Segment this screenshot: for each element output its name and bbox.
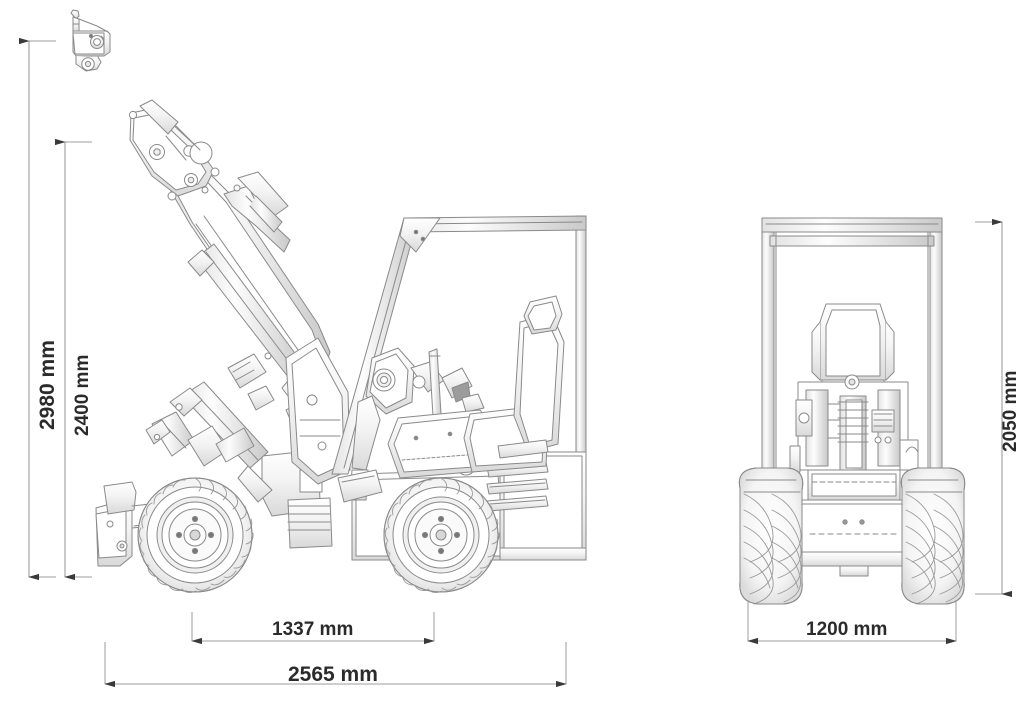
side-view-chassis — [261, 451, 333, 549]
dim-label-rear-height: 2050 mm — [1000, 370, 1021, 452]
rear-view-right-tyre — [900, 467, 966, 605]
dim-label-wheelbase: 1337 mm — [272, 619, 354, 640]
cab-interior — [337, 295, 565, 503]
dim-label-overall-height: 2980 mm — [36, 340, 59, 430]
quick-coupler-detail — [70, 9, 111, 72]
front-wheel — [137, 477, 254, 594]
dim-label-overall-width: 1200 mm — [806, 619, 888, 640]
boom-pivot-tower — [285, 337, 351, 485]
rear-wheel — [383, 477, 500, 594]
dim-label-overall-length: 2565 mm — [288, 663, 378, 686]
dim-label-cab-height: 2400 mm — [72, 354, 93, 436]
rear-view-left-tyre — [738, 467, 804, 605]
rear-view — [738, 217, 966, 605]
stabilizer-foot — [95, 481, 153, 567]
